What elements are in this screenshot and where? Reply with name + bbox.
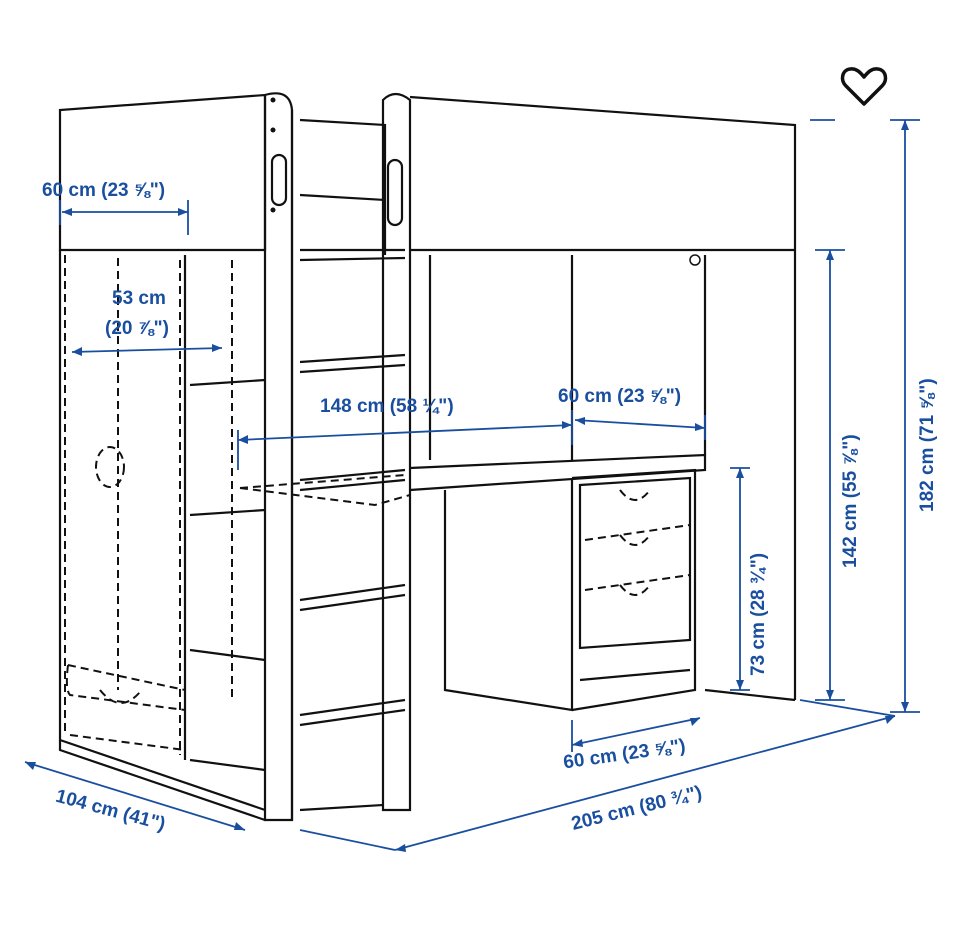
total-height-label: 182 cm (71 ⅝") — [917, 378, 938, 512]
desk-height-label: 73 cm (28 ¾") — [748, 552, 769, 676]
under-bed-height-label: 142 cm (55 ⅞") — [840, 434, 861, 568]
wardrobe-width-label: 60 cm (23 ⅝") — [42, 180, 166, 201]
desk-depth-label: 60 cm (23 ⅝") — [558, 386, 682, 407]
wardrobe-inner-width-in-label: (20 ⅞") — [105, 318, 169, 339]
wardrobe-end-panel — [58, 92, 294, 822]
desk — [239, 453, 707, 712]
desk-length-label: 148 cm (58 ¼") — [320, 396, 454, 417]
wardrobe-body — [58, 250, 266, 822]
wardrobe-inner-width-cm-label: 53 cm — [112, 288, 166, 309]
heart-outline-icon — [840, 67, 888, 106]
favorite-button[interactable] — [838, 62, 890, 110]
ladder — [290, 92, 412, 820]
dimension-lines — [24, 119, 920, 852]
